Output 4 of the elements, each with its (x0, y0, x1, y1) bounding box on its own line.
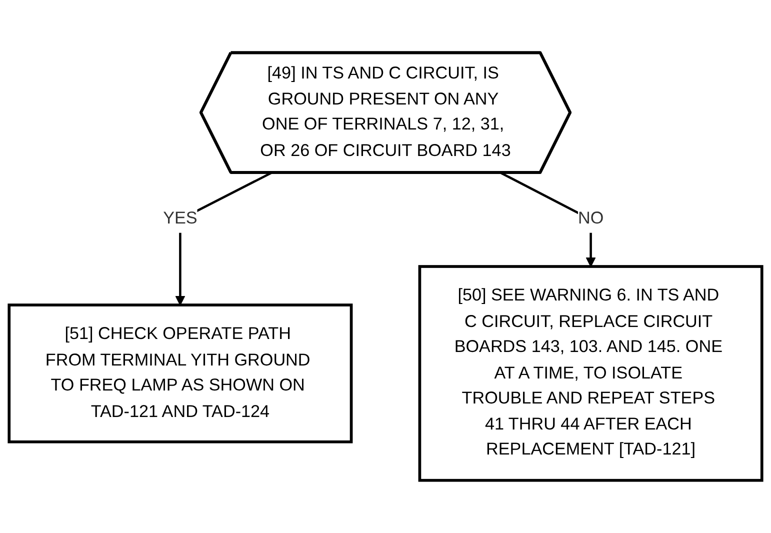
node-box: [51] CHECK OPERATE PATH FROM TERMINAL YITH GROUND TO FREQ LAMP AS SHOWN ON TAD-121 AND TAD-124 (8, 304, 353, 444)
edge-label: YES (163, 208, 198, 228)
node-box: [50] SEE WARNING 6. IN TS AND C CIRCUIT, REPLACE CIRCUIT BOARDS 143, 103. AND 145. ONE AT A TIME, TO ISOLATE TROUBLE AND REPEAT STEPS 41 THRU 44 AFTER EACH REPLACEMENT [TAD-121] (418, 265, 764, 482)
edge-label: NO (578, 208, 604, 228)
